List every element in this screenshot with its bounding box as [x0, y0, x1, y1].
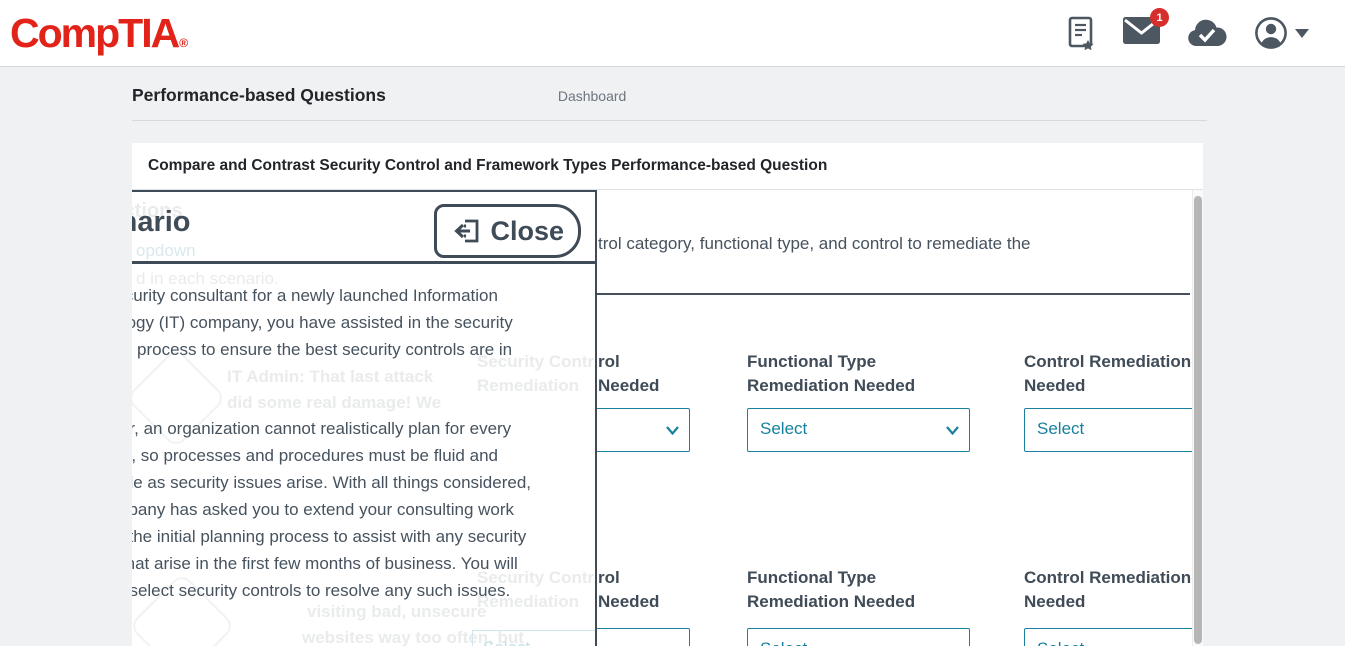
- comptia-logo[interactable]: CompTIA ®: [10, 9, 189, 56]
- scenario-line: Technology (IT) company, you have assist…: [132, 313, 513, 332]
- question-card: Compare and Contrast Security Control an…: [132, 143, 1203, 646]
- exit-icon: [454, 219, 479, 243]
- scenario-line: the company has asked you to extend your…: [132, 500, 515, 519]
- close-button[interactable]: Close: [434, 204, 581, 258]
- account-menu[interactable]: [1254, 16, 1309, 50]
- vertical-scrollbar[interactable]: [1192, 190, 1203, 646]
- scenario-line: situation, so processes and procedures m…: [132, 446, 498, 465]
- logo-text: CompTIA: [10, 9, 180, 56]
- section-divider: [132, 293, 1190, 295]
- functional-type-select[interactable]: Select: [747, 628, 970, 646]
- chevron-down-icon: [946, 426, 959, 435]
- functional-type-select[interactable]: Select: [747, 408, 970, 452]
- scenario-line: beyond the initial planning process to a…: [132, 527, 527, 546]
- scenario-line: need to select security controls to reso…: [132, 581, 511, 600]
- instructions-text: trol category, functional type, and cont…: [598, 234, 1031, 253]
- breadcrumb: Performance-based Questions Dashboard: [132, 85, 1207, 121]
- chevron-down-icon: [1295, 28, 1309, 38]
- header-actions: 1: [1066, 8, 1309, 51]
- unread-count-badge: 1: [1150, 8, 1169, 27]
- scenario-line: However, an organization cannot realisti…: [132, 419, 512, 438]
- scenario-line: adaptable as security issues arise. With…: [132, 473, 532, 492]
- scenario-line: issues that arise in the first few month…: [132, 554, 518, 573]
- question-card-header: Compare and Contrast Security Control an…: [132, 143, 1203, 190]
- control-remediation-select[interactable]: Select: [1024, 628, 1203, 646]
- scenario-line: planning process to ensure the best secu…: [132, 340, 513, 359]
- close-button-label: Close: [490, 215, 564, 246]
- scenario-line: place.: [132, 363, 595, 390]
- cloud-check-icon[interactable]: [1187, 19, 1227, 47]
- breadcrumb-dashboard-link[interactable]: Dashboard: [557, 88, 627, 104]
- scenario-line: As a security consultant for a newly lau…: [132, 286, 498, 305]
- ghost-chat-text: websites way too often, but: [302, 628, 524, 646]
- ghost-chat-text: visiting bad, unsecure: [307, 602, 487, 621]
- account-icon: [1255, 17, 1287, 49]
- ghost-select: Select: [472, 630, 595, 646]
- scenario-modal: Instructions opdown d in each scenario. …: [132, 190, 597, 646]
- chevron-down-icon: [666, 426, 679, 435]
- scenario-modal-title: Scenario: [132, 206, 191, 238]
- document-star-icon[interactable]: [1066, 15, 1096, 51]
- messages-button[interactable]: 1: [1123, 8, 1169, 49]
- scenario-text: As a security consultant for a newly lau…: [132, 264, 595, 604]
- question-title: Compare and Contrast Security Control an…: [148, 157, 828, 174]
- scenario-modal-header: Scenario Close: [132, 192, 595, 264]
- app-header: CompTIA ® 1: [0, 0, 1345, 67]
- question-viewport: trol category, functional type, and cont…: [132, 190, 1203, 646]
- registered-mark: ®: [179, 36, 189, 51]
- page-title: Performance-based Questions: [132, 85, 386, 105]
- control-remediation-select[interactable]: Select: [1024, 408, 1203, 452]
- scrollbar-thumb[interactable]: [1194, 196, 1202, 644]
